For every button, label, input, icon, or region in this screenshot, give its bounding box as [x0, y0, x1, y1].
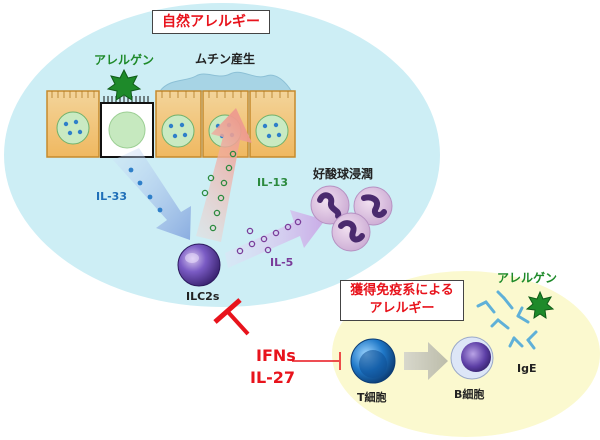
- nucleus: [56, 111, 90, 145]
- il5-granules: [236, 218, 302, 255]
- eosinophils: [310, 185, 393, 252]
- bcell-label: B細胞: [454, 388, 485, 401]
- il13-arrow: [196, 108, 252, 242]
- mucin-label: ムチン産生: [195, 52, 256, 66]
- epithelium: [46, 90, 296, 158]
- ilc2-cell: [177, 243, 221, 287]
- il33-granules: [128, 167, 163, 213]
- ilc2-highlight: [185, 253, 199, 263]
- allergen-label: アレルゲン: [94, 53, 155, 67]
- inhibitor-ifns: IFNs: [256, 346, 296, 365]
- acquired-title-box: 獲得免疫系による アレルギー: [340, 280, 464, 321]
- inhibitor-il27: IL-27: [250, 368, 296, 387]
- innate-title-box: 自然アレルギー: [152, 10, 270, 34]
- ilc2-label: ILC2s: [186, 290, 220, 303]
- allergen-star-icon-acquired: [525, 290, 555, 320]
- il5-label: IL-5: [270, 256, 294, 269]
- il13-granules: [201, 150, 237, 232]
- allergen-star-icon: [106, 68, 142, 101]
- eosinophil-label: 好酸球浸潤: [313, 167, 374, 181]
- nucleus-damaged: [108, 111, 146, 149]
- tcell-label: T細胞: [357, 391, 387, 404]
- acquired-title-line2: アレルギー: [369, 301, 435, 316]
- allergen-label-acquired: アレルゲン: [497, 271, 558, 285]
- il33-label: IL-33: [96, 190, 127, 203]
- ige-label: IgE: [517, 362, 537, 375]
- mucin-layer: [158, 71, 293, 93]
- inhibit-ilc2-line: [226, 310, 250, 336]
- acquired-title-line1: 獲得免疫系による: [350, 283, 454, 298]
- innate-title: 自然アレルギー: [162, 14, 260, 30]
- il13-label: IL-13: [257, 176, 288, 189]
- tcell-to-bcell-arrow: [404, 342, 448, 380]
- inhibit-ilc2-bar: [213, 298, 242, 324]
- ige-antibodies: [476, 290, 538, 350]
- nucleus: [255, 114, 289, 148]
- nucleus: [161, 114, 195, 148]
